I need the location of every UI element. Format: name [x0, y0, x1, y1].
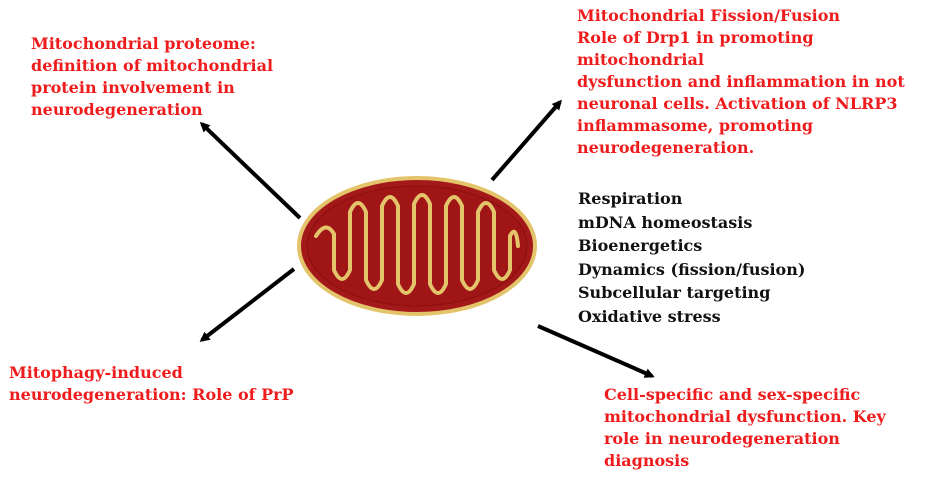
mitochondrion-cristae	[314, 193, 520, 295]
function-item: Subcellular targeting	[578, 283, 771, 302]
fission-fusion-annotation: Mitochondrial Fission/Fusion Role of Drp…	[577, 6, 905, 157]
function-item: Dynamics (fission/fusion)	[578, 259, 806, 279]
mitochondrial-functions-list: Respiration mDNA homeostasis Bioenergeti…	[578, 187, 805, 328]
arrow-to-proteome	[199, 121, 302, 220]
mitophagy-annotation: Mitophagy-induced neurodegeneration: Rol…	[9, 363, 294, 404]
proteome-annotation: Mitochondrial proteome: definition of mi…	[31, 34, 274, 119]
arrow-to-mitophagy	[199, 267, 296, 342]
function-item: Respiration	[578, 189, 683, 208]
cell-specific-annotation: Cell-specific and sex-specific mitochond…	[604, 385, 886, 470]
arrow-to-cell-specific	[537, 324, 655, 378]
function-item: Oxidative stress	[578, 306, 721, 326]
function-item: mDNA homeostasis	[578, 212, 753, 232]
arrow-to-fission-fusion	[490, 99, 562, 182]
mitochondrion-icon	[297, 176, 537, 316]
function-item: Bioenergetics	[578, 236, 703, 255]
mitochondrion-inner-membrane	[306, 185, 528, 307]
